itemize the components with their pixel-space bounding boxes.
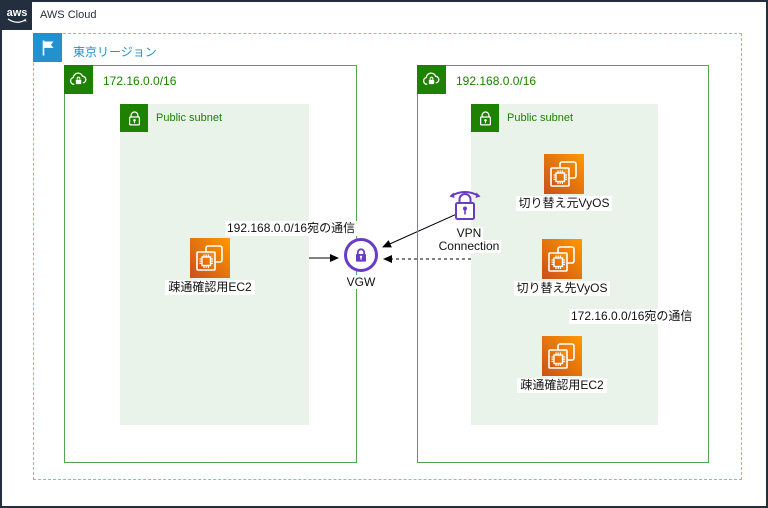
vyos-source-label: 切り替え元VyOS: [515, 196, 613, 211]
vpc-cloud-lock-icon: [417, 65, 446, 94]
region-label: 東京リージョン: [73, 45, 157, 59]
aws-smile-swoosh: [7, 17, 27, 23]
edge-label-to-192: 192.168.0.0/16宛の通信: [225, 221, 358, 236]
vyos-source-node: 切り替え元VyOS: [499, 154, 629, 211]
ec2-node-right: 疎通確認用EC2: [497, 336, 627, 393]
vpn-connection-label-line1: VPN: [454, 226, 484, 240]
vpn-gateway-lock-icon: [344, 238, 378, 272]
ec2-right-label: 疎通確認用EC2: [517, 378, 607, 393]
vgw-node: VGW: [311, 238, 411, 289]
vpn-connection-label: VPN Connection: [419, 227, 519, 253]
edge-label-to-172: 172.16.0.0/16宛の通信: [569, 309, 695, 324]
vpn-connection-lock-icon: [447, 187, 483, 229]
ec2-instance-icon: [542, 336, 582, 376]
region-container: [33, 33, 742, 480]
ec2-instance-icon: [190, 238, 230, 278]
padlock-icon: [120, 104, 148, 132]
padlock-icon: [471, 104, 499, 132]
public-subnet-left-label: Public subnet: [156, 112, 223, 124]
vpc-left-cidr-label: 172.16.0.0/16: [103, 74, 177, 88]
public-subnet-right-label: Public subnet: [507, 112, 574, 124]
aws-cloud-label: AWS Cloud: [40, 9, 97, 21]
vgw-label: VGW: [343, 275, 379, 289]
vpn-connection-label-line2: Connection: [436, 239, 502, 253]
region-flag-icon: [33, 33, 62, 62]
vpc-right-container: 192.168.0.0/16: [417, 65, 709, 463]
ec2-left-label: 疎通確認用EC2: [165, 280, 255, 295]
aws-logo-icon: aws: [2, 2, 32, 30]
vyos-target-label: 切り替え先VyOS: [513, 281, 611, 296]
vyos-target-node: 切り替え先VyOS: [497, 239, 627, 296]
vpc-right-cidr-label: 192.168.0.0/16: [456, 74, 537, 88]
vpc-cloud-lock-icon: [64, 65, 93, 94]
ec2-instance-icon: [544, 154, 584, 194]
ec2-instance-icon: [542, 239, 582, 279]
ec2-node-left: 疎通確認用EC2: [145, 238, 275, 295]
aws-logo-text: aws: [6, 6, 28, 19]
